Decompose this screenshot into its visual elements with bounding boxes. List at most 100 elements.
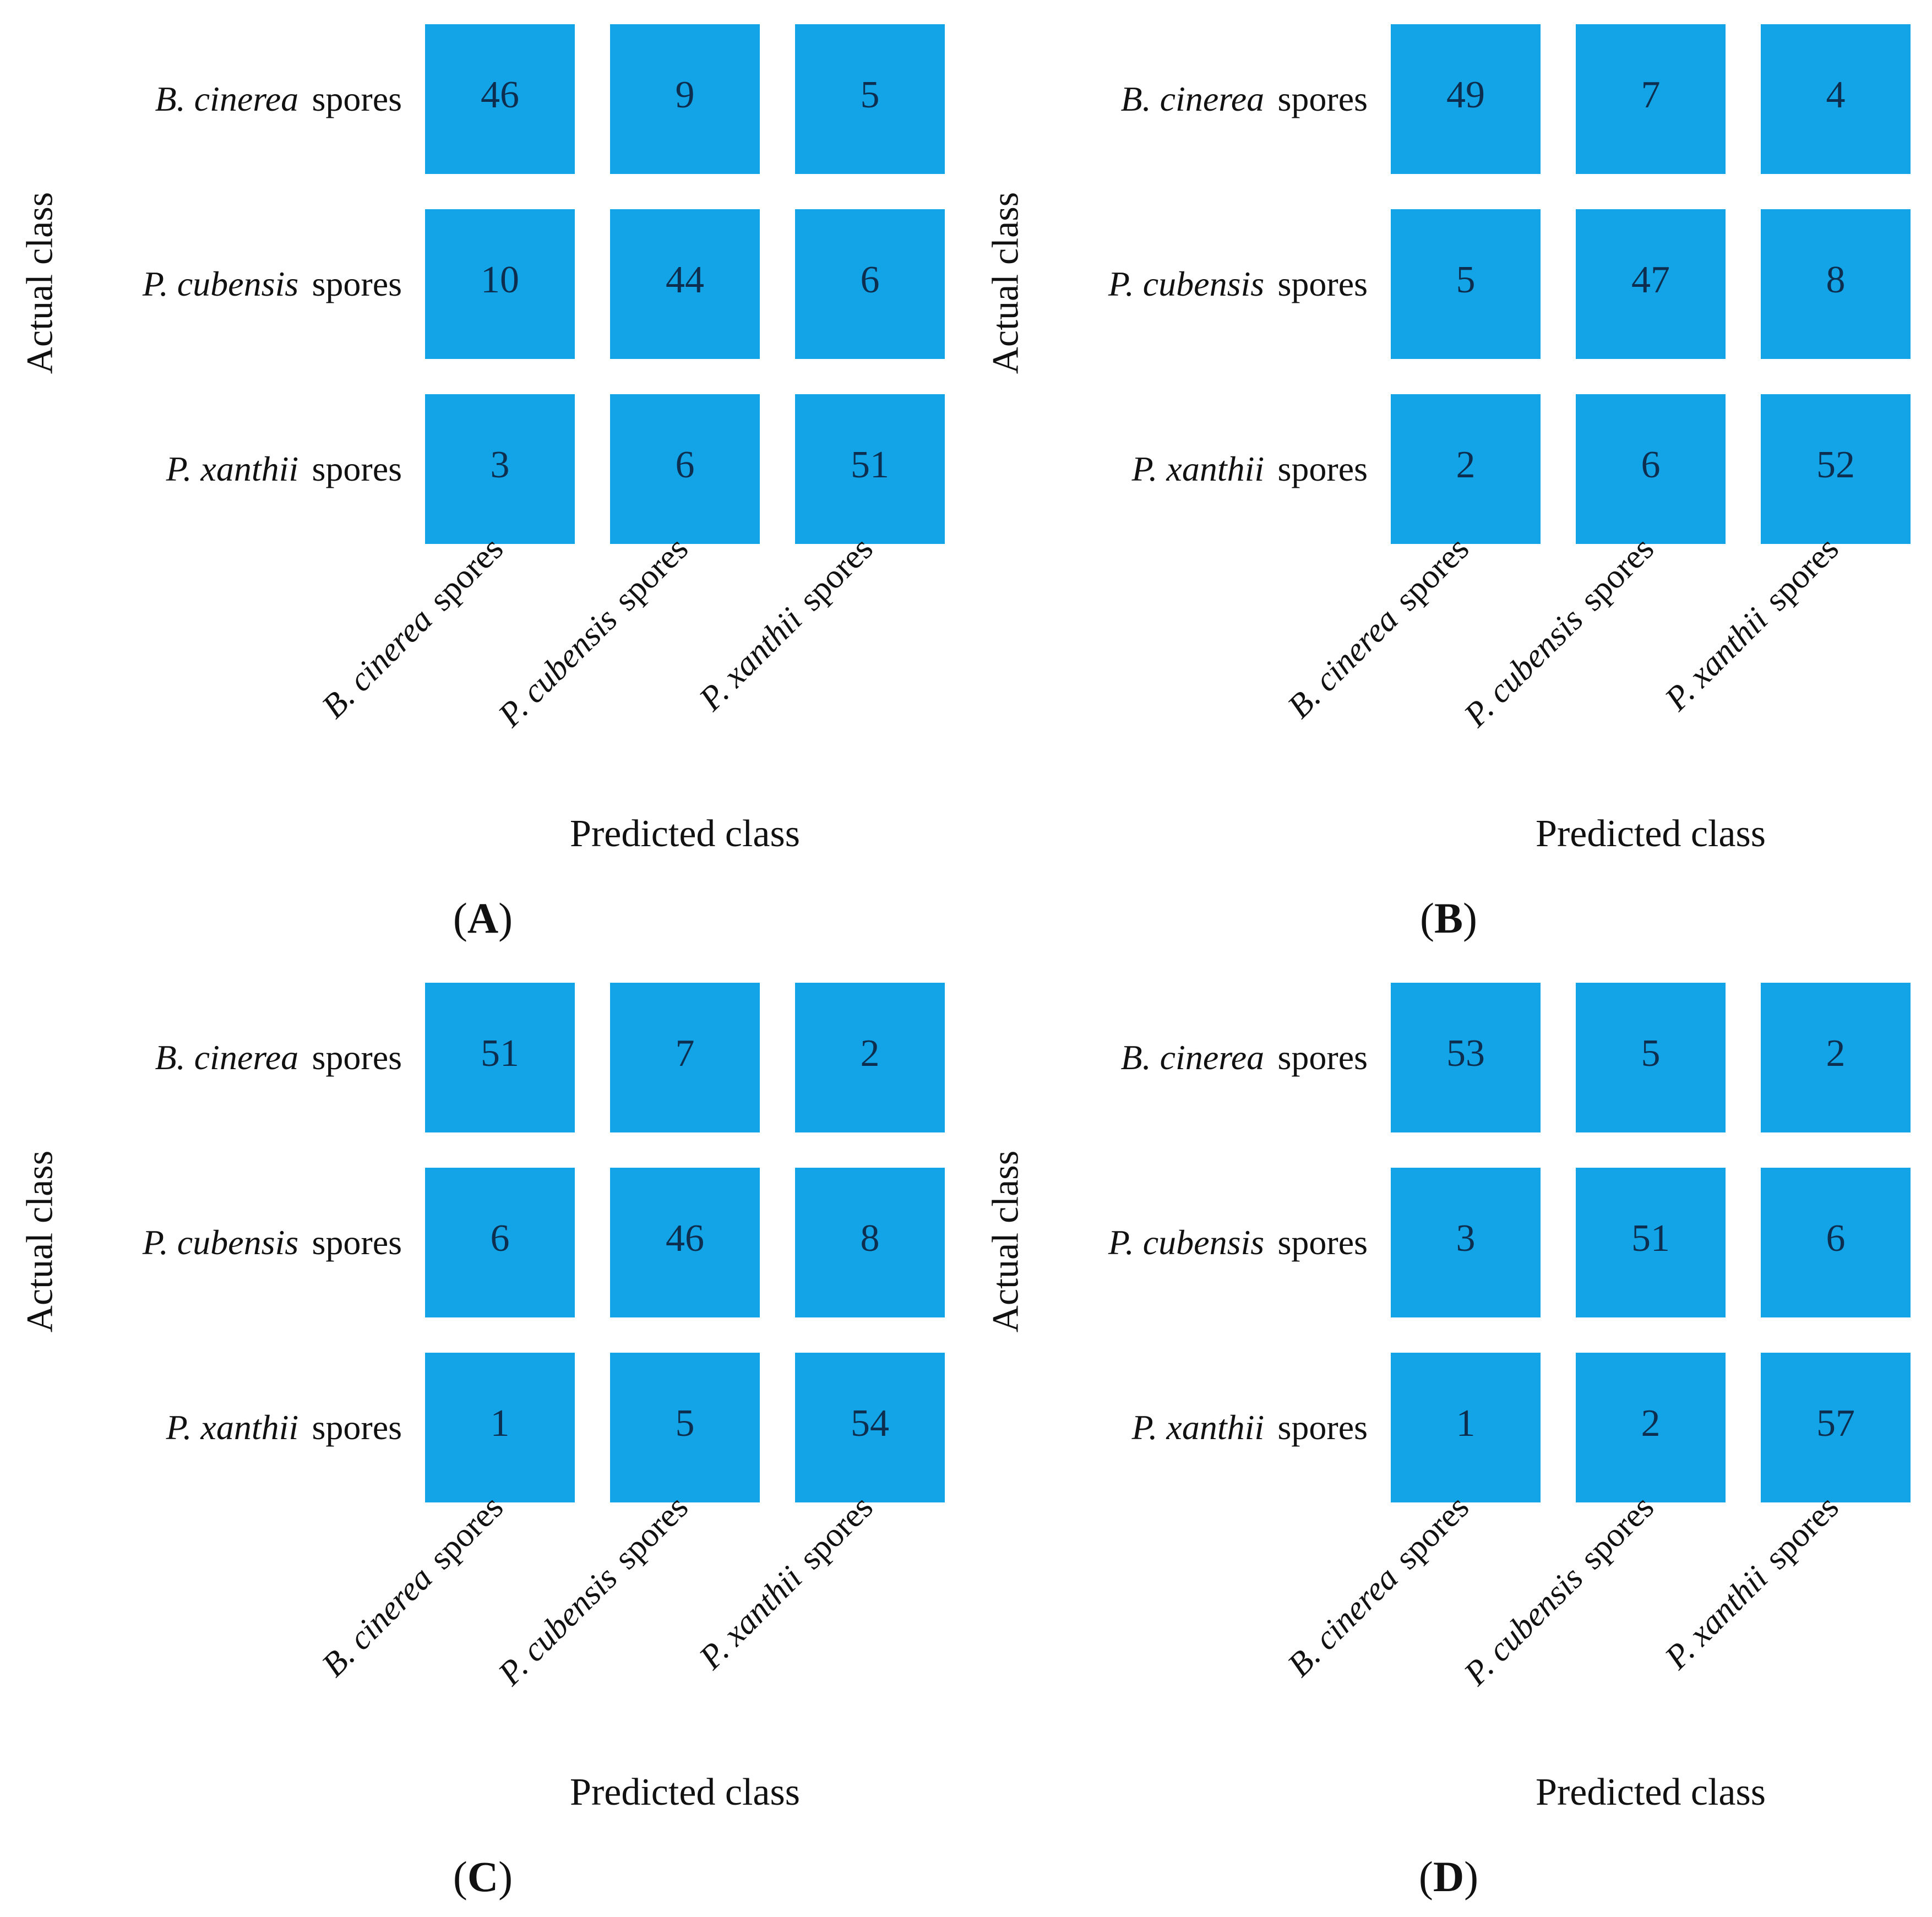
panel-letter-paren-close: ) (498, 1853, 513, 1900)
row-label-suffix: spores (312, 1038, 402, 1077)
column-label-species: B. cinerea (1280, 601, 1405, 726)
x-axis-label: Predicted class (1536, 1771, 1766, 1813)
column-label: B. cinereaspores (1280, 1488, 1477, 1685)
panel-letter-char: C (467, 1853, 499, 1900)
row-label-species: P. xanthii (166, 449, 299, 488)
panel-letter-paren-close: ) (1464, 1853, 1479, 1900)
row-label: B. cinerea spores (966, 1036, 1368, 1080)
column-label: B. cinereaspores (1280, 529, 1477, 726)
matrix-cell: 2 (795, 983, 945, 1132)
row-label-suffix: spores (1277, 1038, 1368, 1077)
matrix-cell: 6 (610, 394, 760, 544)
column-label: P. cubensisspores (490, 1488, 696, 1693)
matrix-grid: 51 7 2 6 46 8 1 5 54 (425, 983, 945, 1502)
matrix-cell: 52 (1761, 394, 1911, 544)
matrix-cell: 7 (1576, 24, 1726, 174)
panel-letter-paren-open: ( (1418, 1853, 1433, 1900)
panel-letter-paren-close: ) (498, 894, 513, 942)
matrix-cell: 53 (1391, 983, 1541, 1132)
row-label-suffix: spores (312, 79, 402, 118)
row-label-species: P. xanthii (166, 1408, 299, 1447)
column-label-species: P. cubensis (1456, 1559, 1590, 1693)
matrix-cell: 5 (1576, 983, 1726, 1132)
matrix-cell: 57 (1761, 1353, 1911, 1502)
column-label: B. cinereaspores (314, 529, 511, 726)
row-label-species: P. cubensis (1108, 264, 1265, 303)
panel-letter: (D) (1419, 1852, 1478, 1902)
matrix-cell: 6 (1576, 394, 1726, 544)
row-label-species: P. xanthii (1131, 449, 1265, 488)
x-axis-label: Predicted class (1536, 813, 1766, 855)
column-label-species: B. cinerea (1280, 1559, 1405, 1684)
row-label-species: B. cinerea (1120, 1038, 1265, 1077)
panel-letter-paren-open: ( (1420, 894, 1434, 942)
matrix-cell: 10 (425, 209, 575, 359)
matrix-cell: 46 (425, 24, 575, 174)
row-label-species: P. cubensis (1108, 1223, 1265, 1262)
matrix-grid: 46 9 5 10 44 6 3 6 51 (425, 24, 945, 544)
column-label-species: B. cinerea (314, 601, 439, 726)
matrix-cell: 3 (425, 394, 575, 544)
row-label-suffix: spores (1277, 79, 1368, 118)
panel-letter-char: D (1433, 1853, 1465, 1900)
column-label-species: P. cubensis (491, 1559, 624, 1693)
column-label: P. xanthiispores (1657, 1488, 1847, 1677)
matrix-cell: 1 (1391, 1353, 1541, 1502)
matrix-cell: 8 (795, 1168, 945, 1317)
matrix-cell: 6 (425, 1168, 575, 1317)
column-label: P. xanthiispores (692, 529, 881, 718)
matrix-cell: 47 (1576, 209, 1726, 359)
matrix-cell: 51 (795, 394, 945, 544)
row-label-suffix: spores (312, 1223, 402, 1262)
column-label-species: P. cubensis (1456, 601, 1590, 734)
matrix-cell: 54 (795, 1353, 945, 1502)
row-label-suffix: spores (312, 449, 402, 488)
panel-letter: (B) (1420, 894, 1477, 943)
column-label-species: P. cubensis (491, 601, 624, 734)
panel-letter-char: A (467, 894, 499, 942)
row-label-suffix: spores (1277, 1223, 1368, 1262)
column-label-species: P. xanthii (1658, 601, 1775, 718)
matrix-cell: 46 (610, 1168, 760, 1317)
matrix-cell: 6 (1761, 1168, 1911, 1317)
panel-letter: (A) (453, 894, 513, 943)
row-label: P. cubensis spores (966, 262, 1368, 306)
column-label: P. cubensisspores (1456, 1488, 1662, 1693)
matrix-cell: 3 (1391, 1168, 1541, 1317)
panel-letter-paren-open: ( (453, 1853, 467, 1900)
column-label-species: P. xanthii (1658, 1559, 1775, 1677)
row-label-suffix: spores (1277, 264, 1368, 303)
panel-letter-char: B (1434, 894, 1463, 942)
x-axis-label: Predicted class (570, 813, 800, 855)
matrix-cell: 6 (795, 209, 945, 359)
column-label: P. cubensisspores (490, 529, 696, 735)
x-axis-label: Predicted class (570, 1771, 800, 1813)
panel-letter: (C) (453, 1852, 513, 1902)
matrix-cell: 9 (610, 24, 760, 174)
matrix-grid: 49 7 4 5 47 8 2 6 52 (1391, 24, 1911, 544)
row-label-species: P. cubensis (142, 264, 299, 303)
matrix-cell: 2 (1761, 983, 1911, 1132)
row-label: B. cinerea spores (966, 77, 1368, 121)
row-label-species: P. xanthii (1131, 1408, 1265, 1447)
matrix-cell: 51 (425, 983, 575, 1132)
column-label-species: P. xanthii (692, 601, 809, 718)
row-label-species: B. cinerea (155, 1038, 299, 1077)
column-label: B. cinereaspores (314, 1488, 511, 1685)
matrix-cell: 2 (1391, 394, 1541, 544)
matrix-cell: 2 (1576, 1353, 1726, 1502)
column-label: P. xanthiispores (1657, 529, 1847, 718)
row-label-species: B. cinerea (1120, 79, 1265, 118)
matrix-cell: 51 (1576, 1168, 1726, 1317)
column-label: P. cubensisspores (1456, 529, 1662, 735)
panel-letter-paren-open: ( (453, 894, 467, 942)
